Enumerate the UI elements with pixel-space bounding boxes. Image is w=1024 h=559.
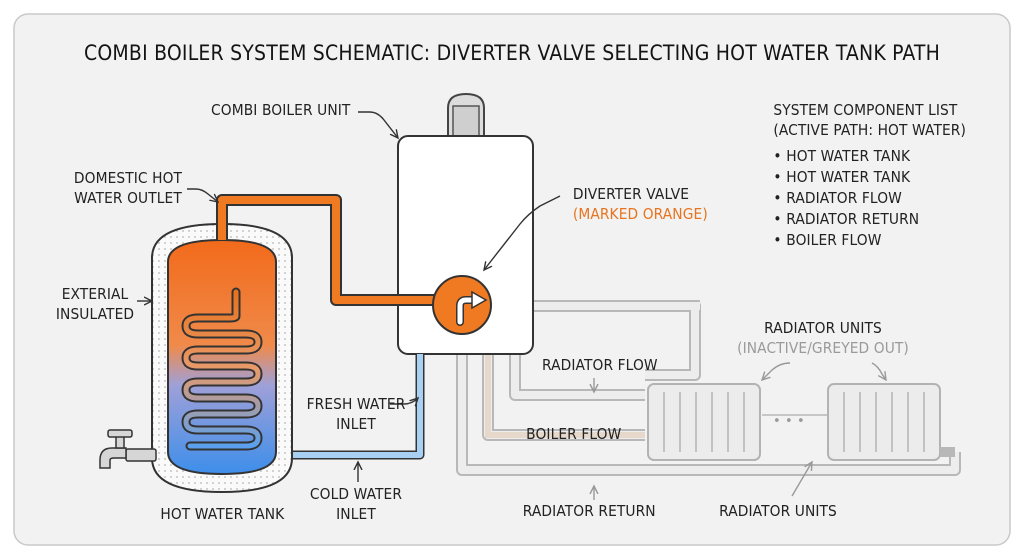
- label-radiator-units-bottom: RADIATOR UNITS: [719, 502, 837, 520]
- component-list-subheading: (ACTIVE PATH: HOT WATER): [773, 121, 966, 139]
- component-list-item: BOILER FLOW: [773, 230, 966, 251]
- diagram-title: COMBI BOILER SYSTEM SCHEMATIC: DIVERTER …: [83, 41, 941, 65]
- radiator-ellipsis: • • •: [773, 414, 805, 429]
- component-list-item: RADIATOR FLOW: [773, 188, 966, 209]
- faucet-icon: [99, 429, 157, 469]
- leader-lines: [137, 111, 886, 500]
- label-cold-water-inlet: COLD WATER INLET: [309, 485, 403, 523]
- component-list: SYSTEM COMPONENT LIST (ACTIVE PATH: HOT …: [773, 100, 966, 251]
- radiator-unit-2: [827, 383, 941, 461]
- hot-water-tank: [151, 222, 293, 494]
- label-dhw-outlet: DOMESTIC HOT WATER OUTLET: [73, 169, 183, 207]
- label-radiator-return: RADIATOR RETURN: [522, 502, 656, 520]
- diverter-valve: [432, 275, 492, 335]
- label-boiler-unit: COMBI BOILER UNIT: [211, 101, 351, 119]
- label-radiator-units-top: RADIATOR UNITS (INACTIVE/GREYED OUT): [737, 319, 909, 357]
- radiator-unit-1: [647, 383, 761, 461]
- component-list-item: HOT WATER TANK: [773, 167, 966, 188]
- label-radiator-flow: RADIATOR FLOW: [542, 356, 658, 374]
- hot-water-pipe: [216, 194, 440, 306]
- component-list-item: HOT WATER TANK: [773, 146, 966, 167]
- label-boiler-flow: BOILER FLOW: [526, 425, 622, 443]
- radiator-circuit-pipes: [456, 300, 961, 476]
- label-fresh-water-inlet: FRESH WATER INLET: [306, 395, 406, 433]
- flue-icon: [447, 92, 485, 140]
- label-diverter-valve: DIVERTER VALVE (MARKED ORANGE): [572, 185, 708, 223]
- component-list-heading: SYSTEM COMPONENT LIST: [773, 101, 958, 119]
- label-hot-water-tank: HOT WATER TANK: [160, 505, 285, 523]
- label-exterior-insulated: EXTERIAL INSULATED: [55, 285, 135, 323]
- component-list-item: RADIATOR RETURN: [773, 209, 966, 230]
